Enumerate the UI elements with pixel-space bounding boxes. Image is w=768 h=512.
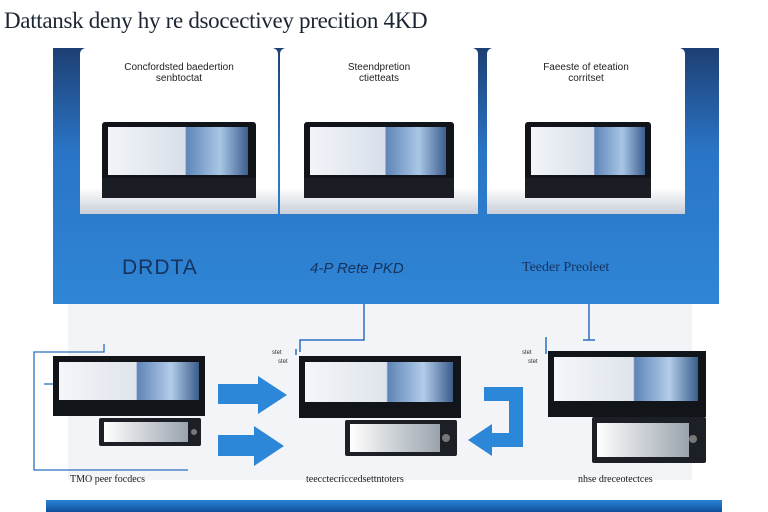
- right-connector: [545, 304, 595, 354]
- small-mark-4: stet: [528, 359, 538, 365]
- arrow-right-icon: [218, 426, 284, 466]
- small-mark-2: stet: [278, 359, 288, 365]
- small-mark-3: stet: [522, 350, 532, 356]
- panel-label-1: DRDTA: [122, 256, 198, 279]
- page-title: Dattansk deny hy re dsocectivey precitio…: [4, 8, 428, 33]
- card-3-caption-line1: Faeeste of eteation: [543, 62, 629, 73]
- monitor-icon: [102, 122, 256, 198]
- monitor-icon: [548, 351, 706, 463]
- card-2-caption: Steendpretion ctietteats: [280, 62, 478, 84]
- card-2-caption-line1: Steendpretion: [347, 62, 411, 73]
- card-1-caption-line1: Concfordsted baedertion: [124, 62, 234, 73]
- card-3: Faeeste of eteation corritset: [487, 48, 685, 214]
- bottom-bar: [46, 500, 722, 512]
- panel-label-3: Teeder Preoleet: [522, 260, 610, 275]
- monitor-icon: [53, 356, 205, 446]
- card-2-caption-line2: ctietteats: [358, 73, 400, 84]
- panel-label-2: 4-P Rete PKD: [310, 260, 404, 277]
- bottom-caption-1: TMO peer focdecs: [70, 474, 145, 485]
- monitor-icon: [304, 122, 454, 198]
- card-1-caption: Concfordsted baedertion senbtoctat: [80, 62, 278, 84]
- bottom-caption-3: nhse dreceotectces: [578, 474, 653, 485]
- mid-connector: [295, 304, 365, 355]
- arrow-left-icon: [468, 424, 492, 456]
- monitor-icon: [299, 356, 461, 456]
- monitor-icon: [525, 122, 651, 198]
- card-3-caption-line2: corritset: [568, 73, 604, 84]
- small-mark-1: stet: [272, 350, 282, 356]
- card-3-caption: Faeeste of eteation corritset: [487, 62, 685, 84]
- card-1: Concfordsted baedertion senbtoctat: [80, 48, 278, 214]
- arrow-right-icon: [218, 376, 287, 414]
- card-1-caption-line2: senbtoctat: [155, 73, 203, 84]
- bottom-caption-2: teecctecriccedsettntoters: [306, 474, 404, 485]
- card-2: Steendpretion ctietteats: [280, 48, 478, 214]
- return-arrow-icon: [484, 387, 523, 447]
